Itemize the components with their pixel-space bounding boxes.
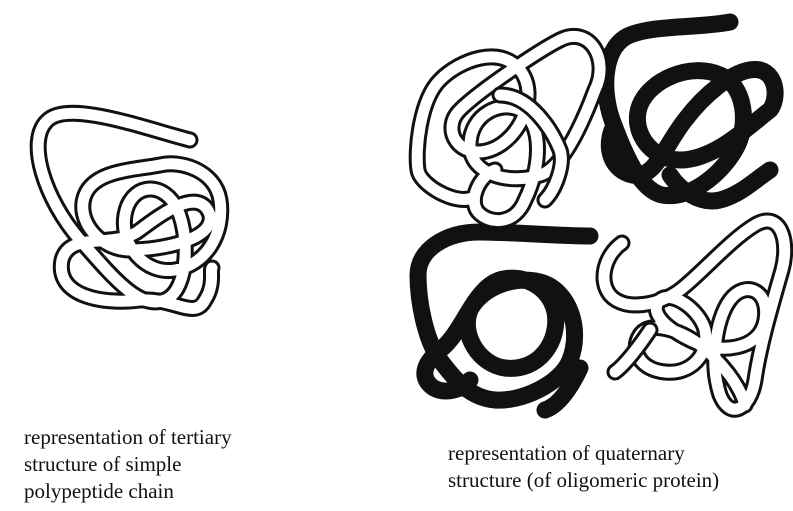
tertiary-caption-line-3: polypeptide chain — [24, 478, 232, 505]
tertiary-chain-diagram — [38, 113, 221, 308]
quaternary-structure-caption: representation of quaternary structure (… — [448, 440, 719, 494]
tertiary-caption-line-2: structure of simple — [24, 451, 232, 478]
quaternary-caption-line-1: representation of quaternary — [448, 440, 719, 467]
tertiary-structure-caption: representation of tertiary structure of … — [24, 424, 232, 505]
quaternary-caption-line-2: structure (of oligomeric protein) — [448, 467, 719, 494]
subunit-top-right-black — [606, 22, 775, 201]
quaternary-structure-diagram — [417, 22, 785, 410]
subunit-bottom-right-white — [604, 221, 785, 409]
subunit-bottom-left-black — [418, 232, 590, 410]
subunit-top-left-white — [417, 36, 600, 220]
tertiary-caption-line-1: representation of tertiary — [24, 424, 232, 451]
